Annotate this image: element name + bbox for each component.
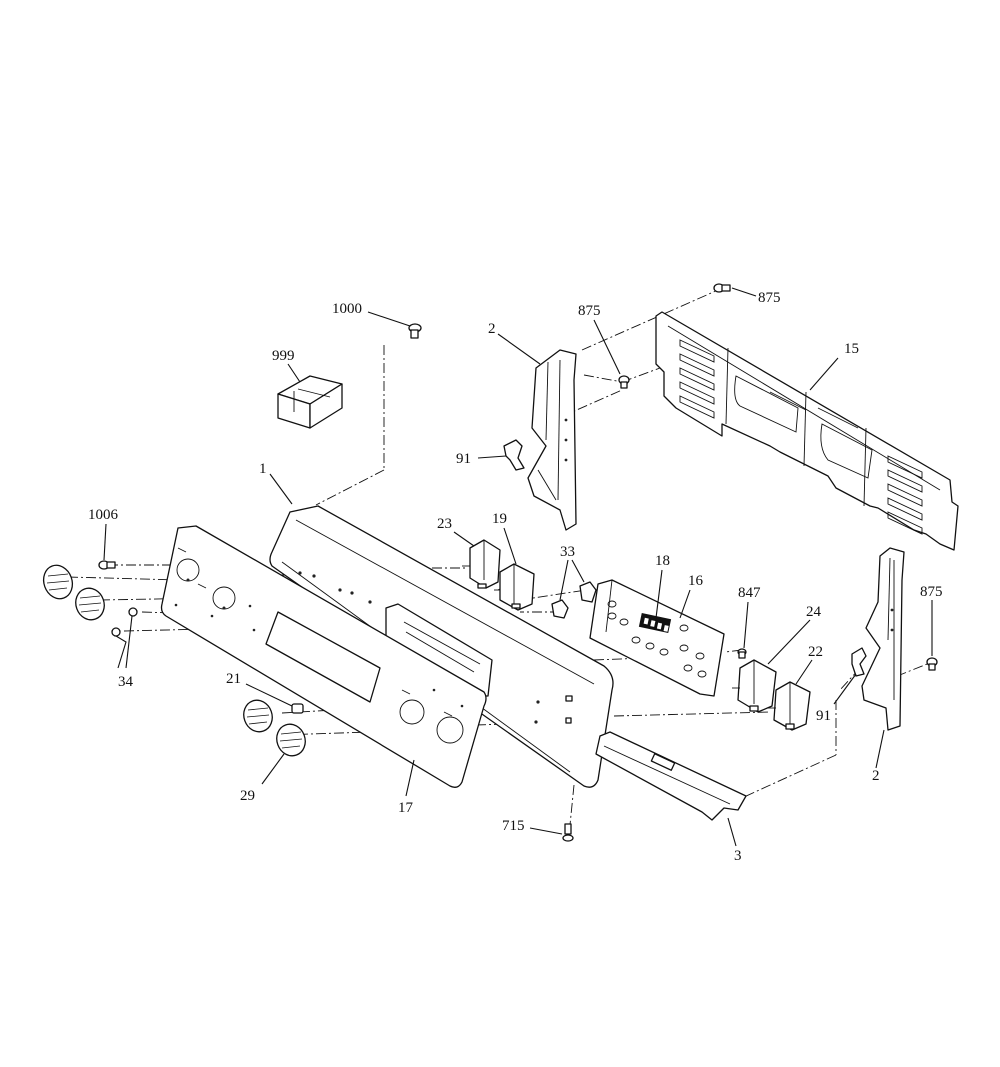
knob-29a: [243, 699, 273, 733]
callout-715: 715: [502, 818, 525, 834]
part-875-screw-upper-left: [618, 375, 630, 389]
part-875-screw-top: [713, 283, 731, 293]
knob-2: [75, 587, 105, 621]
part-16-control-board: [589, 579, 725, 697]
part-33-clips: [551, 581, 597, 619]
callout-labels: 1000 999 1 1006 34 21 29 17 715 3 2 875 …: [88, 290, 943, 864]
callout-23: 23: [437, 516, 452, 532]
part-1006-screw: [98, 560, 116, 570]
callout-91-right: 91: [816, 708, 831, 724]
callout-24: 24: [806, 604, 822, 620]
callout-18: 18: [655, 553, 670, 569]
callout-1006: 1006: [88, 507, 119, 523]
part-23-switch: [462, 539, 501, 589]
callout-16: 16: [688, 573, 704, 589]
callout-2-left: 2: [488, 321, 496, 337]
callout-875-upper: 875: [578, 303, 601, 319]
callout-21: 21: [226, 671, 241, 687]
callout-875-top: 875: [758, 290, 781, 306]
control-knobs: [42, 564, 306, 757]
callout-1000: 1000: [332, 301, 362, 317]
callout-91-left: 91: [456, 451, 471, 467]
part-21-clip: [291, 703, 304, 714]
callout-34: 34: [118, 674, 134, 690]
callout-847: 847: [738, 585, 761, 601]
part-3-bottom-trim: [595, 731, 747, 821]
part-17-front-overlay: [160, 525, 487, 788]
part-22-switch: [768, 681, 811, 731]
callout-29: 29: [240, 788, 255, 804]
knob-29b: [276, 723, 306, 757]
callout-875-right: 875: [920, 584, 943, 600]
callout-17: 17: [398, 800, 414, 816]
part-19-switch: [494, 563, 535, 611]
part-875-screw-right: [926, 657, 938, 671]
callout-15: 15: [844, 341, 859, 357]
part-24-switch: [732, 659, 777, 713]
callout-1: 1: [259, 461, 267, 477]
part-999-box: [277, 375, 343, 429]
callout-3: 3: [734, 848, 742, 864]
part-1000-screw: [408, 323, 422, 339]
part-1-backsplash-panel: [269, 505, 614, 788]
leader-lines: [103, 287, 933, 847]
part-2-end-bracket-right: [861, 547, 905, 731]
part-91-clip-left: [503, 439, 525, 471]
part-15-rear-cover: [655, 311, 959, 551]
part-91-clip-right: [851, 647, 867, 677]
callout-19: 19: [492, 511, 507, 527]
callout-33: 33: [560, 544, 575, 560]
part-715-screw: [562, 823, 574, 842]
part-2-end-bracket-left: [527, 349, 577, 531]
part-847-screw: [737, 648, 747, 659]
part-34-knob-adapters: [111, 607, 138, 637]
callout-999: 999: [272, 348, 295, 364]
callout-2-right: 2: [872, 768, 880, 784]
knob-1: [42, 564, 74, 600]
callout-22: 22: [808, 644, 823, 660]
